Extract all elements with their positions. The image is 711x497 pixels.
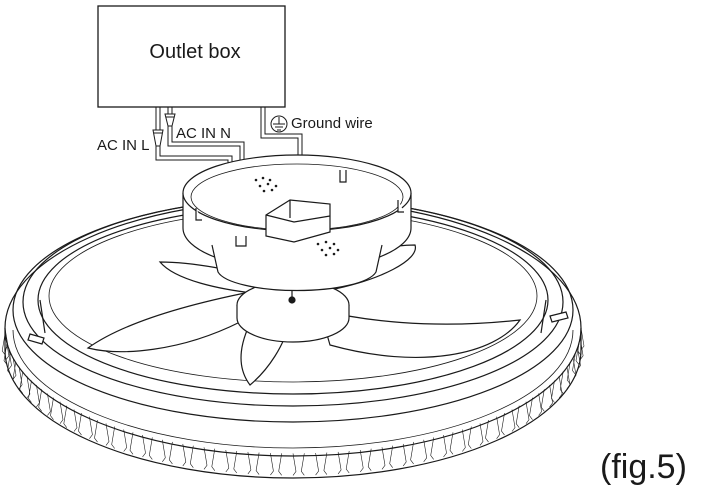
crystal-facet: [7, 352, 11, 375]
crystal-facet: [410, 441, 414, 465]
crystal-facet: [89, 416, 93, 439]
crystal-facet: [496, 416, 500, 439]
fan-blades: [86, 244, 522, 386]
crystal-facet: [529, 397, 533, 420]
ac-in-l-label: AC IN L: [97, 137, 150, 154]
crystal-facet: [566, 361, 571, 385]
crystal-facet: [381, 447, 386, 470]
crystal-facet: [189, 445, 194, 468]
crystal-facet: [443, 434, 447, 458]
crystal-facet: [26, 375, 31, 399]
crystal-facet: [63, 405, 68, 428]
crystal-facet: [300, 453, 305, 476]
crystal-facet: [515, 405, 520, 428]
crystal-facet: [292, 453, 297, 476]
crystal-facet: [577, 332, 582, 356]
figure-caption: (fig.5): [600, 448, 687, 486]
crystal-facet: [233, 450, 238, 474]
crystal-facet: [580, 327, 585, 351]
crystal-facet: [142, 434, 146, 458]
crystal-facet: [50, 397, 54, 420]
crystal-facet: [577, 347, 581, 370]
crystal-facet: [78, 413, 82, 436]
crystal-facet: [315, 453, 319, 476]
outlet-box: Outlet box: [97, 5, 286, 108]
ceiling-fan: [1, 154, 585, 479]
crystal-facet: [525, 401, 530, 424]
crystal-facet: [247, 451, 252, 475]
crystal-facet: [182, 443, 187, 467]
crystal-facet: [323, 452, 328, 475]
crystal-facet: [572, 352, 576, 375]
crystal-facet: [47, 393, 51, 416]
crystal-facet: [337, 451, 342, 475]
crystal-facet: [479, 423, 484, 446]
crystal-facet: [255, 452, 260, 475]
crystal-facet: [345, 450, 350, 474]
crystal-facet: [278, 453, 282, 476]
crystal-facet: [211, 448, 216, 471]
crystal-facet: [538, 393, 542, 416]
motor-hub: [236, 280, 350, 343]
crystal-facet: [129, 432, 134, 455]
crystal-facet: [12, 361, 17, 385]
crystal-facet: [148, 437, 153, 460]
crystal-facet: [73, 409, 78, 432]
ground-wire-label: Ground wire: [291, 115, 373, 132]
crystal-facet: [359, 449, 364, 473]
crystal-facet: [462, 429, 466, 452]
wire-connector-icon: [152, 113, 176, 147]
crystal-facet: [549, 384, 553, 408]
crystal-facet: [467, 426, 472, 449]
crystal-facet: [111, 426, 115, 449]
crystal-facet: [3, 342, 8, 365]
crystal-facet: [28, 380, 32, 403]
crystal-facet: [367, 448, 372, 471]
crystal-facet: [105, 423, 110, 446]
crystal-facet: [551, 380, 555, 403]
crystal-facet: [558, 375, 563, 399]
crystal-facet: [203, 447, 208, 470]
crystal-facet: [94, 420, 98, 443]
crystal-facet: [162, 439, 166, 462]
crystal-facet: [579, 337, 584, 360]
crystal-facet: [559, 371, 564, 394]
crystal-facet: [449, 432, 454, 455]
crystal-facets: [1, 327, 585, 476]
vent-holes: [254, 176, 340, 257]
crystal-facet: [501, 413, 505, 436]
crystal-facet: [8, 347, 12, 370]
crystal-facet: [511, 409, 516, 432]
crystal-facet: [566, 366, 571, 389]
crystal-facet: [389, 445, 393, 468]
crystal-facet: [38, 389, 42, 412]
crystal-facet: [225, 449, 230, 473]
mounting-canopy: [182, 154, 412, 292]
crystal-facet: [423, 439, 428, 462]
crystal-facet: [12, 357, 17, 380]
crystal-facet: [540, 389, 545, 412]
crystal-facet: [19, 371, 24, 394]
ground-symbol-icon: [270, 115, 288, 133]
outlet-box-label: Outlet box: [149, 41, 240, 63]
crystal-facet: [485, 420, 489, 443]
crystal-facet: [402, 443, 407, 467]
crystal-facet: [270, 453, 274, 476]
crystal-facet: [123, 429, 128, 452]
crystal-facet: [59, 401, 64, 424]
rim-clips: [27, 311, 569, 345]
crystal-facet: [1, 332, 6, 356]
crystal-facet: [169, 441, 173, 465]
ac-in-n-label: AC IN N: [176, 125, 231, 142]
crystal-facet: [430, 437, 434, 460]
